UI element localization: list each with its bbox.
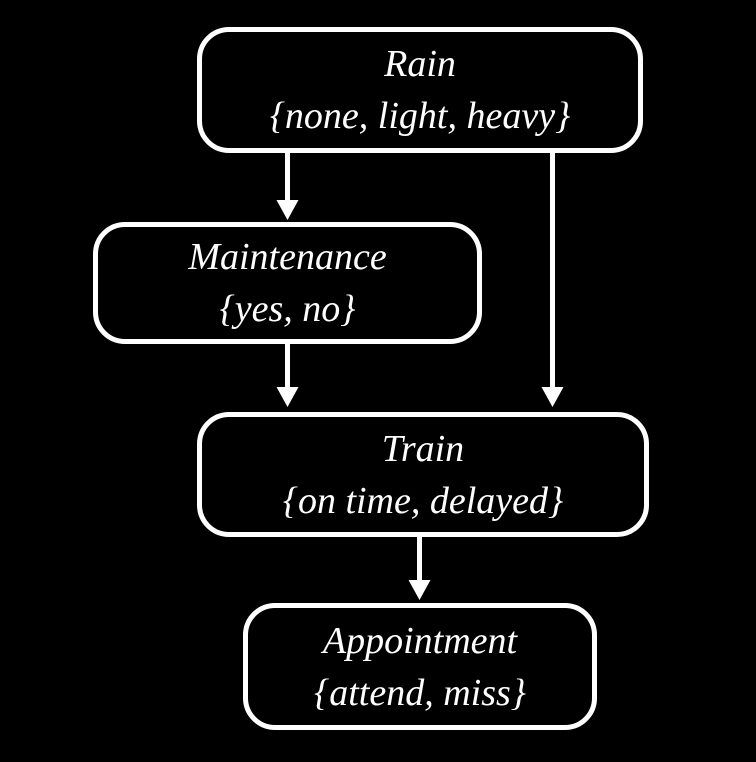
node-rain: Rain {none, light, heavy} — [197, 27, 643, 153]
node-rain-name: Rain — [384, 43, 456, 85]
node-train: Train {on time, delayed} — [197, 412, 649, 537]
edge-train-to-appointment-arrow — [408, 537, 431, 600]
node-maintenance-domain: {yes, no} — [219, 288, 356, 330]
edge-rain-to-maintenance-arrow — [276, 152, 299, 220]
node-appointment: Appointment {attend, miss} — [243, 603, 597, 730]
node-maintenance: Maintenance {yes, no} — [93, 222, 482, 344]
edge-rain-to-train-arrow — [541, 150, 564, 407]
edge-maintenance-to-train-arrow — [276, 344, 299, 407]
node-train-name: Train — [381, 427, 465, 470]
node-maintenance-name: Maintenance — [188, 236, 387, 278]
node-train-domain: {on time, delayed} — [282, 479, 564, 522]
node-appointment-name: Appointment — [322, 619, 518, 662]
node-rain-domain: {none, light, heavy} — [269, 95, 571, 137]
node-appointment-domain: {attend, miss} — [314, 671, 526, 714]
